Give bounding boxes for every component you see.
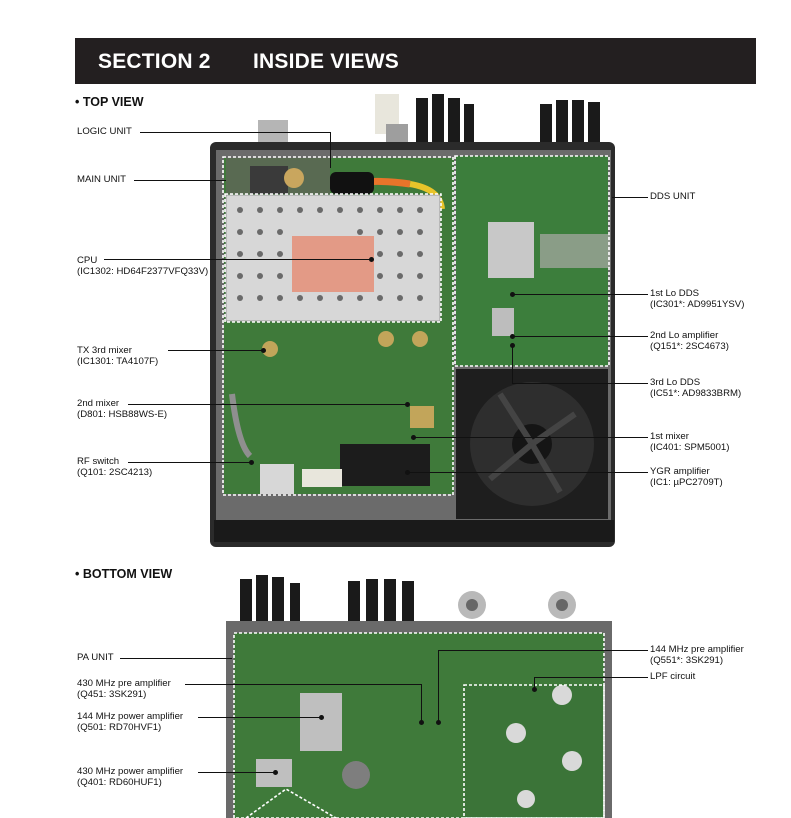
pa-sub-outline bbox=[245, 788, 337, 818]
label-pa-unit: PA UNIT bbox=[77, 652, 114, 663]
label-ygr-amplifier: YGR amplifier (IC1: µPC2709T) bbox=[650, 466, 723, 488]
label-logic-unit: LOGIC UNIT bbox=[77, 126, 132, 137]
label-main-unit: MAIN UNIT bbox=[77, 174, 127, 185]
shield-holes bbox=[237, 207, 423, 301]
label-2nd-mixer: 2nd mixer (D801: HSB88WS-E) bbox=[77, 398, 168, 420]
label-3rd-lo-dds: 3rd Lo DDS (IC51*: AD9833BRM) bbox=[650, 377, 742, 399]
label-tx-3rd-mixer: TX 3rd mixer (IC1301: TA4107F) bbox=[77, 345, 159, 367]
label-1st-lo-dds: 1st Lo DDS (IC301*: AD9951YSV) bbox=[650, 288, 745, 310]
label-rf-switch: RF switch (Q101: 2SC4213) bbox=[77, 456, 153, 478]
main-unit-outline bbox=[222, 156, 454, 496]
bottom-view-title: • BOTTOM VIEW bbox=[75, 567, 173, 581]
heatsink-fins bbox=[416, 94, 600, 154]
label-1st-mixer: 1st mixer (IC401: SPM5001) bbox=[650, 431, 730, 453]
logic-unit-outline bbox=[224, 193, 442, 323]
section-header: SECTION 2 INSIDE VIEWS bbox=[75, 38, 756, 84]
label-2nd-lo-amplifier: 2nd Lo amplifier (Q151*: 2SC4673) bbox=[650, 330, 729, 352]
bottom-view-photo bbox=[226, 575, 612, 818]
section-number: SECTION 2 bbox=[98, 50, 211, 73]
cpu-thermal-pad bbox=[292, 236, 374, 292]
label-144mhz-power-amplifier: 144 MHz power amplifier (Q501: RD70HVF1) bbox=[77, 711, 184, 733]
section-title: INSIDE VIEWS bbox=[253, 50, 399, 73]
top-view-photo bbox=[210, 94, 615, 547]
label-dds-unit: DDS UNIT bbox=[650, 191, 696, 202]
heatsink-fins-bottom bbox=[240, 575, 414, 623]
dds-unit-outline bbox=[454, 155, 610, 367]
label-430mhz-power-amplifier: 430 MHz power amplifier (Q401: RD60HUF1) bbox=[77, 766, 184, 788]
label-430mhz-pre-amplifier: 430 MHz pre amplifier (Q451: 3SK291) bbox=[77, 678, 171, 700]
top-view-title: • TOP VIEW bbox=[75, 95, 144, 109]
label-144mhz-pre-amplifier: 144 MHz pre amplifier (Q551*: 3SK291) bbox=[650, 644, 744, 666]
label-lpf-circuit: LPF circuit bbox=[650, 671, 696, 682]
label-cpu: CPU (IC1302: HD64F2377VFQ33V) bbox=[77, 255, 209, 277]
